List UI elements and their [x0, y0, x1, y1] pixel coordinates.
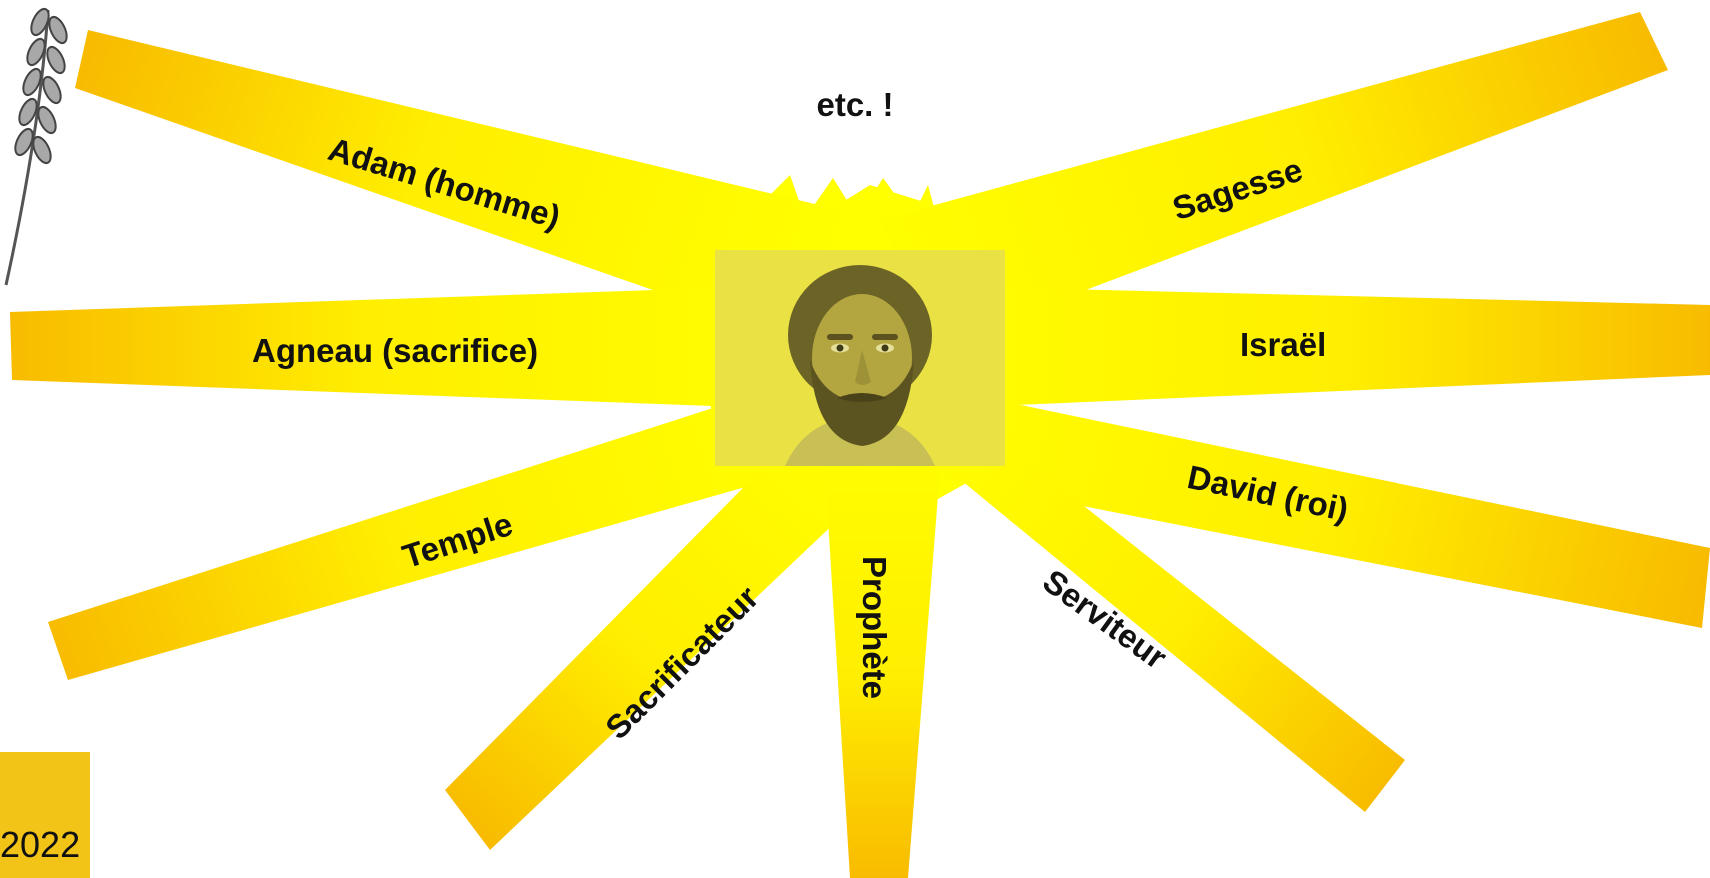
year-label: 2022	[0, 824, 80, 866]
ray-label-agneau: Agneau (sacrifice)	[252, 332, 538, 370]
face-illustration	[715, 250, 1005, 466]
year-badge: 2022	[0, 752, 90, 878]
portrait-image	[715, 250, 1005, 466]
etc-label: etc. !	[0, 86, 1710, 124]
ray-label-israel: Israël	[1240, 326, 1326, 364]
wheat-icon	[0, 0, 80, 290]
ray-label-prophete: Prophète	[855, 556, 893, 699]
